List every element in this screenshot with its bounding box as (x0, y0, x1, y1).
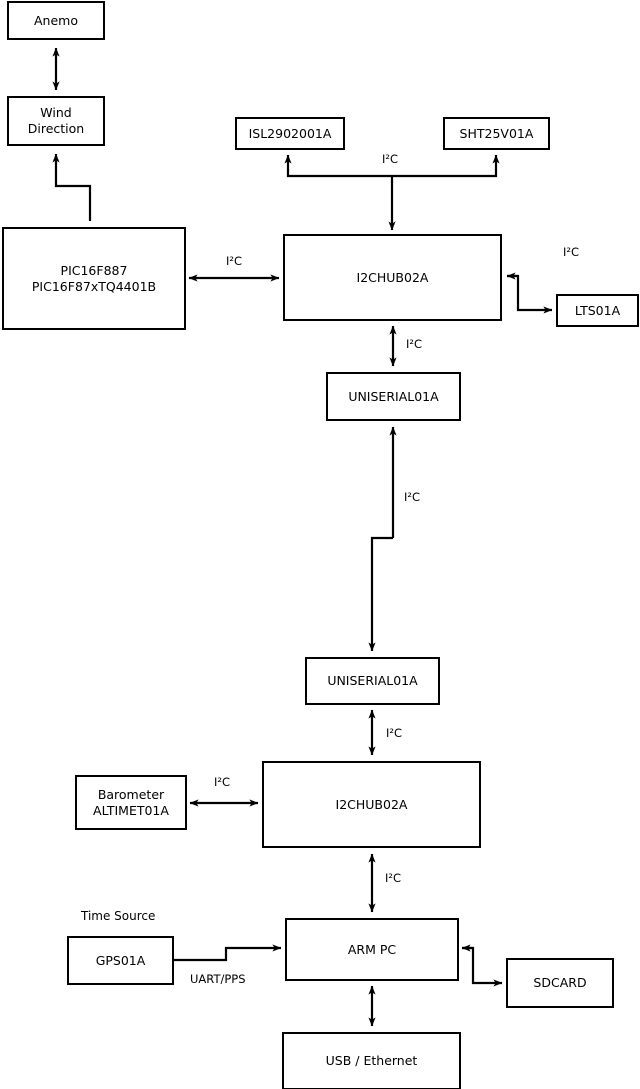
node-barometer-altimet01a[interactable]: Barometer ALTIMET01A (75, 775, 187, 830)
edge-label-i2c-uniserial-link: I²C (404, 490, 421, 504)
node-i2chub02a-bottom[interactable]: I2CHUB02A (262, 761, 481, 848)
edge-label-i2c-barometer-hub2: I²C (214, 775, 231, 789)
node-sht25v01a-label: SHT25V01A (459, 125, 534, 141)
edge-label-i2c-hub2-armpc: I²C (385, 871, 402, 885)
node-wind-direction-label: Wind Direction (27, 105, 85, 136)
edge-bus-isl (284, 154, 392, 178)
node-i2chub02a-top-label: I2CHUB02A (356, 269, 429, 285)
node-sht25v01a[interactable]: SHT25V01A (443, 117, 550, 150)
node-lts01a-label: LTS01A (574, 302, 621, 318)
edge-label-i2c-uniserial-hub2: I²C (386, 726, 403, 740)
node-uniserial01a-top[interactable]: UNISERIAL01A (326, 372, 461, 421)
edge-label-i2c-sensor-bus: I²C (382, 152, 399, 166)
edge-wind-pic (52, 153, 92, 221)
node-arm-pc[interactable]: ARM PC (285, 918, 459, 981)
node-barometer-altimet01a-label: Barometer ALTIMET01A (93, 786, 169, 818)
node-sdcard[interactable]: SDCARD (506, 958, 614, 1008)
node-usb-ethernet[interactable]: USB / Ethernet (282, 1032, 461, 1089)
node-wind-direction[interactable]: Wind Direction (7, 96, 105, 146)
node-usb-ethernet-label: USB / Ethernet (325, 1053, 418, 1068)
node-arm-pc-label: ARM PC (347, 941, 397, 957)
node-isl2902001a[interactable]: ISL2902001A (235, 117, 345, 150)
node-gps01a[interactable]: GPS01A (67, 936, 174, 985)
node-anemo[interactable]: Anemo (7, 1, 105, 40)
node-uniserial01a-top-label: UNISERIAL01A (348, 388, 439, 404)
edge-bus-sht (392, 154, 500, 178)
node-gps01a-label: GPS01A (95, 952, 146, 968)
node-pic-mcu[interactable]: PIC16F887 PIC16F87xTQ4401B (2, 227, 186, 330)
node-i2chub02a-bottom-label: I2CHUB02A (335, 796, 408, 812)
edge-label-i2c-pic-hub: I²C (226, 254, 243, 268)
edge-label-i2c-hub-lts: I²C (563, 245, 580, 259)
edge-label-i2c-hub-uniserial: I²C (406, 337, 423, 351)
node-pic-mcu-label: PIC16F887 PIC16F87xTQ4401B (31, 262, 157, 294)
node-lts01a[interactable]: LTS01A (556, 294, 639, 327)
node-i2chub02a-top[interactable]: I2CHUB02A (283, 234, 502, 321)
node-isl2902001a-label: ISL2902001A (248, 125, 332, 141)
edge-label-uart-pps: UART/PPS (190, 972, 246, 986)
node-uniserial01a-bottom[interactable]: UNISERIAL01A (305, 657, 440, 705)
edge-uniser-link-down (368, 536, 393, 652)
node-sdcard-label: SDCARD (533, 975, 587, 990)
edge-gps-armpc (174, 944, 282, 962)
node-anemo-label: Anemo (34, 12, 78, 28)
node-uniserial01a-bottom-label: UNISERIAL01A (327, 673, 418, 688)
label-time-source: Time Source (81, 909, 156, 923)
